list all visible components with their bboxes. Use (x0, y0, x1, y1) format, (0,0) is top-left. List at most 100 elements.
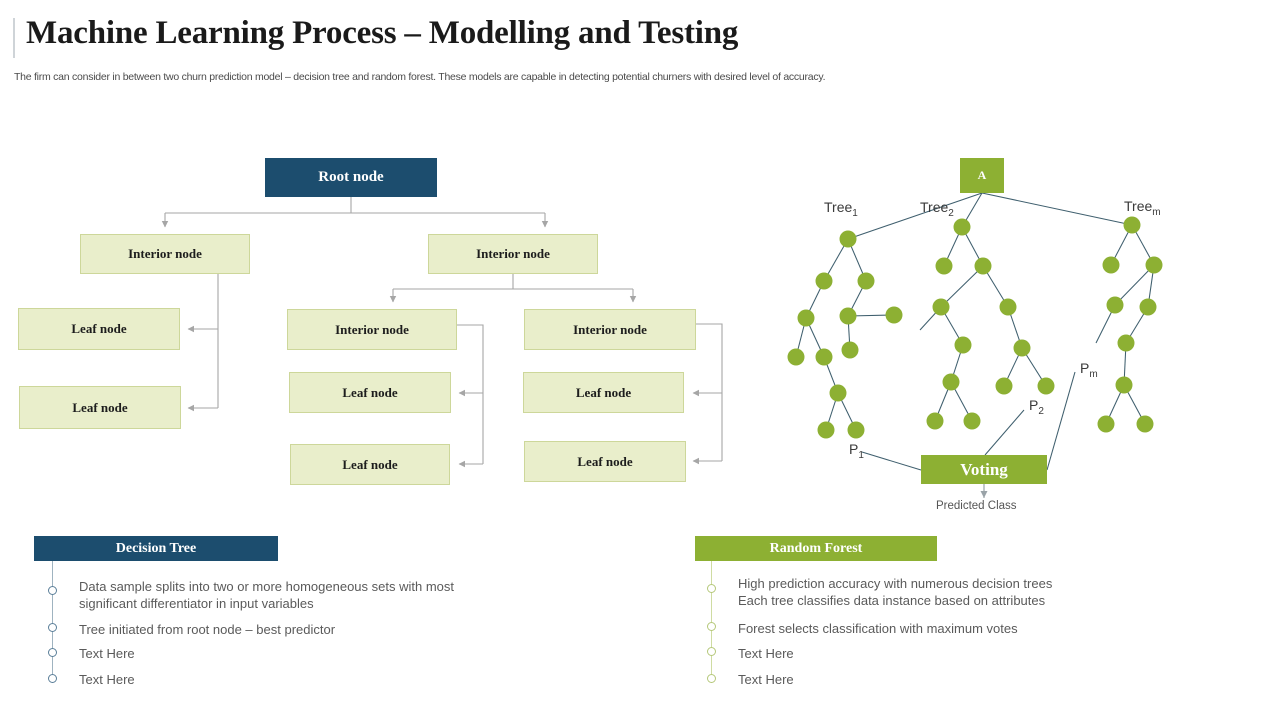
legend-bullet-icon (48, 586, 57, 595)
dt-node-leaf-rr1[interactable]: Leaf node (523, 372, 684, 413)
rf-tree-node[interactable] (1123, 216, 1141, 234)
dt-node-leaf-l2[interactable]: Leaf node (19, 386, 181, 429)
rf-edge (1007, 306, 1023, 349)
rf-tree-node[interactable] (995, 377, 1013, 395)
legend-bullet-icon (707, 674, 716, 683)
title-accent-bar (13, 18, 15, 58)
rf-tree-node[interactable] (857, 272, 875, 290)
rf-tree-node[interactable] (841, 341, 859, 359)
rf-tree-node[interactable] (1037, 377, 1055, 395)
legend-rail-decision-tree (52, 561, 53, 683)
rf-tree-node[interactable] (885, 306, 903, 324)
dt-node-int-l[interactable]: Interior node (80, 234, 250, 274)
prediction-label-text: P (1029, 397, 1039, 413)
tree-label-2: Tree2 (920, 199, 954, 219)
rf-root-edge (847, 192, 983, 240)
rf-edge (940, 265, 984, 308)
rf-tree-node[interactable] (829, 384, 847, 402)
legend-item-text: Text Here (738, 646, 794, 661)
legend-item-text: High prediction accuracy with numerous d… (738, 576, 1053, 608)
tree-label-text: Tree (920, 199, 949, 215)
rf-edge (1110, 224, 1133, 266)
page-subtitle: The firm can consider in between two chu… (14, 71, 826, 83)
rf-edge (847, 314, 895, 317)
rf-tree-node[interactable] (935, 257, 953, 275)
rf-edge (982, 265, 1009, 308)
rf-vote-edge (1046, 371, 1076, 471)
rf-edge (1131, 224, 1155, 266)
rf-tree-node[interactable] (1097, 415, 1115, 433)
rf-tree-node[interactable] (815, 348, 833, 366)
rf-vote-edge (861, 451, 922, 471)
rf-edge (805, 280, 825, 319)
prediction-label-2: P2 (1029, 397, 1044, 417)
rf-tree-node[interactable] (839, 230, 857, 248)
rf-tree-node[interactable] (797, 309, 815, 327)
rf-edge (1123, 384, 1146, 425)
dt-node-leaf-rl2[interactable]: Leaf node (290, 444, 450, 485)
rf-edge (825, 392, 839, 431)
rf-tree-node[interactable] (839, 307, 857, 325)
rf-tree-node[interactable] (787, 348, 805, 366)
rf-edge (795, 317, 807, 358)
rf-tree-node[interactable] (942, 373, 960, 391)
dt-node-root[interactable]: Root node (265, 158, 437, 197)
tree-label-text: Tree (824, 199, 853, 215)
rf-tree-node[interactable] (847, 421, 865, 439)
dt-node-int-rl[interactable]: Interior node (287, 309, 457, 350)
rf-tree-node[interactable] (926, 412, 944, 430)
rf-edge (1003, 347, 1023, 387)
rf-edge (1123, 342, 1127, 386)
rf-tree-node[interactable] (815, 272, 833, 290)
rf-edge (805, 317, 825, 358)
legend-bullet-icon (48, 674, 57, 683)
rf-edge (943, 226, 963, 267)
rf-edge (934, 381, 952, 422)
rf-tree-node[interactable] (963, 412, 981, 430)
rf-tree-node[interactable] (974, 257, 992, 275)
legend-title-decision-tree: Decision Tree (34, 536, 278, 561)
rf-root-edge (981, 192, 1133, 226)
dt-node-int-r[interactable]: Interior node (428, 234, 598, 274)
legend-item-text: Data sample splits into two or more homo… (79, 579, 455, 611)
rf-edge (847, 238, 867, 282)
legend-item-text: Tree initiated from root node – best pre… (79, 622, 336, 637)
predicted-class-label: Predicted Class (936, 500, 1017, 512)
rf-tree-node[interactable] (954, 336, 972, 354)
prediction-label-subscript: 1 (858, 449, 864, 461)
rf-tree-node[interactable] (999, 298, 1017, 316)
tree-label-m: Treem (1124, 198, 1161, 218)
dt-node-int-rr[interactable]: Interior node (524, 309, 696, 350)
legend-item-text: Text Here (79, 672, 135, 687)
legend-item-text: Text Here (738, 672, 794, 687)
rf-tree-node[interactable] (1139, 298, 1157, 316)
rf-tree-node[interactable] (1115, 376, 1133, 394)
rf-tree-node[interactable] (932, 298, 950, 316)
rf-edge (1125, 306, 1149, 344)
prediction-label-subscript: 2 (1038, 405, 1044, 417)
rf-edge (961, 226, 984, 267)
rf-edge (823, 356, 839, 394)
rf-edge (1021, 347, 1047, 387)
tree-label-1: Tree1 (824, 199, 858, 219)
rf-edge (950, 381, 973, 422)
rf-tree-node[interactable] (1117, 334, 1135, 352)
rf-edge (950, 344, 964, 383)
rf-tree-node[interactable] (1013, 339, 1031, 357)
rf-tree-node[interactable] (1102, 256, 1120, 274)
rf-tree-node[interactable] (817, 421, 835, 439)
random-forest-root-node[interactable]: A (960, 158, 1004, 193)
rf-tree-node[interactable] (1145, 256, 1163, 274)
rf-edge (837, 392, 857, 431)
voting-node[interactable]: Voting (921, 455, 1047, 484)
rf-tree-node[interactable] (1136, 415, 1154, 433)
dt-node-leaf-l1[interactable]: Leaf node (18, 308, 180, 350)
tree-label-subscript: 2 (948, 207, 954, 219)
rf-edge (823, 238, 849, 282)
rf-tree-node[interactable] (953, 218, 971, 236)
legend-bullet-icon (48, 648, 57, 657)
dt-node-leaf-rr2[interactable]: Leaf node (524, 441, 686, 482)
rf-tree-node[interactable] (1106, 296, 1124, 314)
dt-node-leaf-rl1[interactable]: Leaf node (289, 372, 451, 413)
